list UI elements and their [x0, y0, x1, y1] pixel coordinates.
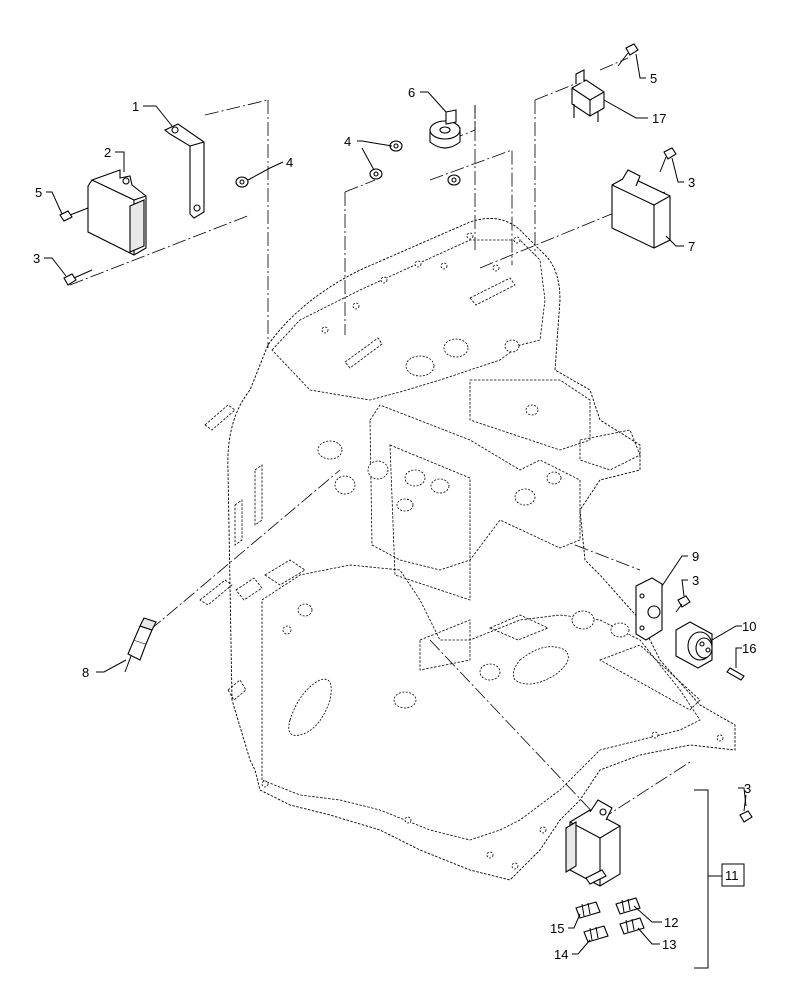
callout-3-connector: 3	[692, 573, 699, 588]
callout-3-bottom: 3	[744, 781, 751, 796]
part-9-plate	[635, 577, 663, 641]
callout-11: 11	[725, 868, 739, 883]
callout-3-right: 3	[688, 175, 695, 190]
callout-4-bracket: 4	[286, 155, 293, 170]
part-4-nut-bracket	[235, 176, 249, 188]
main-frame-casting	[227, 217, 736, 881]
part-10-connector	[675, 621, 713, 669]
callout-16: 16	[742, 641, 756, 656]
callout-7: 7	[688, 239, 695, 254]
callout-3-left: 3	[33, 251, 40, 266]
callout-4-center: 4	[344, 134, 351, 149]
part-17-relay	[571, 69, 605, 122]
leader-lines	[44, 53, 747, 955]
part-3-screw-left	[63, 269, 93, 286]
callout-15: 15	[550, 921, 564, 936]
callout-6: 6	[408, 85, 415, 100]
part-15-terminal	[575, 901, 601, 919]
callout-labels: 1 2 5 3 4 4 6 5 17 3 7 8 9 3 10 16 3 11 …	[33, 71, 756, 962]
callout-1: 1	[132, 99, 139, 114]
callout-8: 8	[82, 665, 89, 680]
callout-13: 13	[662, 937, 676, 952]
part-7-module	[611, 169, 671, 249]
part-12-terminal	[615, 897, 641, 915]
part-3-screw-right	[659, 147, 677, 173]
part-6-coil	[429, 109, 461, 149]
part-3-screw-connector	[675, 595, 691, 613]
part-13-terminal	[619, 917, 645, 935]
part-14-terminal	[583, 925, 609, 943]
callout-10: 10	[742, 619, 756, 634]
kit-11-bracket	[694, 789, 745, 969]
callout-5-top: 5	[650, 71, 657, 86]
callout-12: 12	[664, 915, 678, 930]
part-1-bracket	[163, 123, 205, 219]
callout-9: 9	[692, 549, 699, 564]
part-11-module	[565, 799, 621, 887]
assembly-center-lines	[69, 57, 691, 821]
part-5-screw-left	[59, 207, 89, 222]
part-8-sensor	[124, 617, 157, 673]
part-16-screw	[726, 667, 745, 681]
part-5-screw-top	[617, 43, 639, 67]
callout-5-left: 5	[35, 185, 42, 200]
callout-14: 14	[554, 947, 568, 962]
frame-straps	[199, 277, 516, 606]
part-3-screw-bottom	[739, 794, 753, 823]
part-2-module	[87, 169, 147, 256]
callout-2: 2	[104, 145, 111, 160]
callout-17: 17	[652, 111, 666, 126]
